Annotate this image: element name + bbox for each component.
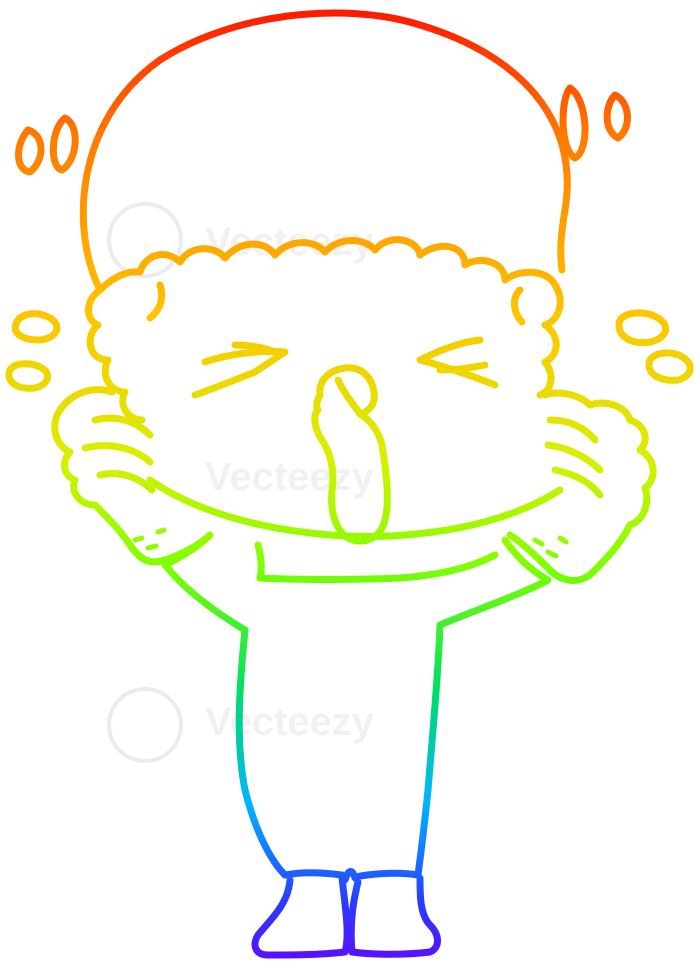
- motion-lines-head-left: [15, 114, 79, 176]
- face-chin-line: [146, 476, 564, 540]
- hair-left-side: [85, 286, 146, 424]
- left-boot: [251, 869, 351, 959]
- motion-lines-head-right: [559, 84, 631, 162]
- hair-face-outline: [96, 236, 564, 399]
- hair-tufts: [146, 281, 526, 326]
- head-dome: [79, 9, 571, 294]
- left-eye-squint: [191, 341, 289, 399]
- right-hand: [506, 389, 657, 584]
- motion-lines-hand-left: [5, 310, 61, 392]
- right-boot: [347, 869, 441, 958]
- knuckle-marks: [132, 527, 569, 559]
- shirt-collar: [254, 541, 499, 583]
- left-arm: [161, 531, 249, 634]
- crotch-line: [341, 868, 359, 884]
- torso: [235, 626, 289, 879]
- right-arm: [436, 536, 552, 629]
- watermark-text: Vecteezy: [205, 455, 375, 499]
- motion-lines-hand-right: [615, 309, 694, 384]
- mouth: [311, 364, 391, 545]
- watermark-text: Vecteezy: [205, 700, 375, 744]
- watermark: Vecteezy Vecteezy Vecteezy: [107, 202, 375, 763]
- watermark-logo-icon: [107, 687, 183, 763]
- right-eye-squint: [416, 336, 499, 389]
- watermark-logo-icon: [107, 202, 183, 278]
- tongue-line: [334, 376, 364, 418]
- torso-right: [414, 621, 444, 879]
